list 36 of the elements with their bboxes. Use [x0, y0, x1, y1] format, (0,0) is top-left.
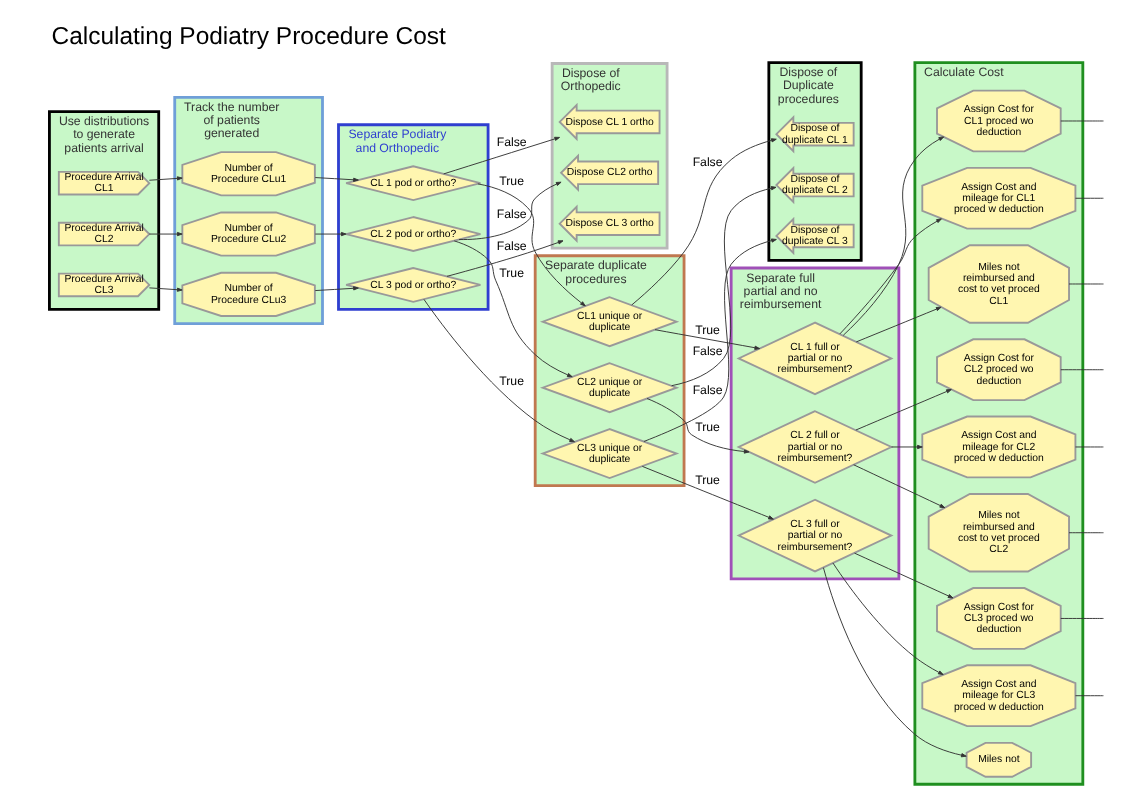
arrow	[842, 136, 945, 336]
arrow	[855, 389, 952, 431]
arrow	[853, 464, 946, 509]
connector	[1060, 369, 1104, 371]
arrow	[423, 298, 575, 443]
arrow	[148, 287, 183, 292]
arrow	[148, 176, 183, 181]
arrow	[832, 562, 944, 676]
arrow	[443, 136, 560, 175]
connector	[1060, 618, 1104, 619]
connector	[1075, 446, 1104, 448]
arrow	[314, 177, 359, 182]
connector	[1068, 283, 1104, 285]
arrow	[314, 286, 359, 292]
arrow	[446, 240, 564, 277]
arrow	[477, 183, 586, 307]
arrow	[453, 240, 573, 378]
arrow	[854, 552, 954, 599]
arrow	[314, 231, 347, 237]
arrow	[839, 218, 942, 335]
arrow	[822, 567, 967, 758]
connector	[1075, 695, 1104, 697]
arrow	[891, 444, 923, 450]
connector	[1068, 532, 1104, 534]
connector	[1075, 197, 1104, 199]
arrow	[148, 231, 183, 237]
arrow	[641, 465, 774, 520]
connector	[1060, 120, 1104, 122]
arrow	[654, 329, 761, 350]
arrow	[671, 186, 777, 387]
diagram-title: Calculating Podiatry Procedure Cost	[51, 21, 446, 50]
arrow	[458, 181, 562, 240]
arrow	[855, 306, 942, 343]
arrow	[631, 138, 777, 306]
arrow	[646, 398, 750, 454]
arrow	[643, 238, 777, 442]
